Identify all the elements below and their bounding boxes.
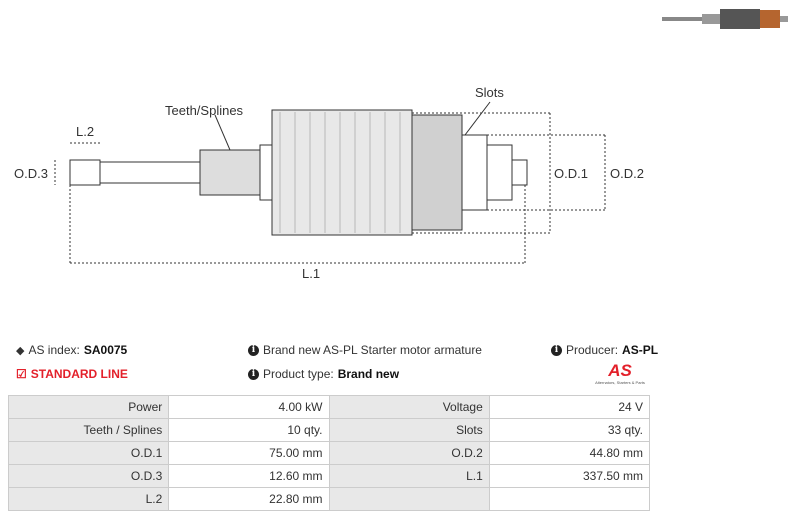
spec-label: O.D.1 xyxy=(7,441,170,465)
spec-value: 24 V xyxy=(488,395,651,419)
label-od3: O.D.3 xyxy=(14,166,48,181)
checkbox-icon: ☑ xyxy=(16,367,27,381)
standard-line: ☑ STANDARD LINE xyxy=(16,367,128,381)
spec-value: 337.50 mm xyxy=(488,464,651,488)
label-teeth-splines: Teeth/Splines xyxy=(165,103,244,118)
spec-label: Voltage xyxy=(328,395,490,419)
spec-label: O.D.3 xyxy=(7,464,170,488)
as-index: ◆ AS index:SA0075 xyxy=(16,343,128,357)
info-icon: i xyxy=(551,344,562,356)
info-icon: i xyxy=(248,344,259,356)
as-pl-logo: AS Alternators, Starters & Parts xyxy=(595,361,645,386)
spec-value: 33 qty. xyxy=(488,418,651,442)
description: i Brand new AS-PL Starter motor armature xyxy=(248,343,482,357)
producer: i Producer:AS-PL xyxy=(551,343,658,357)
spec-value: 12.60 mm xyxy=(168,464,330,488)
spec-label: O.D.2 xyxy=(328,441,490,465)
label-od1: O.D.1 xyxy=(554,166,588,181)
spec-value: 22.80 mm xyxy=(168,487,330,511)
label-l2: L.2 xyxy=(76,124,94,139)
label-od2: O.D.2 xyxy=(610,166,644,181)
spec-label: Power xyxy=(7,395,170,419)
spec-value: 10 qty. xyxy=(168,418,330,442)
label-l1: L.1 xyxy=(302,266,320,281)
spec-value: 75.00 mm xyxy=(168,441,330,465)
spec-value: 4.00 kW xyxy=(168,395,330,419)
armature-diagram: Teeth/Splines Slots O.D.1 O.D.2 O.D.3 L.… xyxy=(14,85,644,281)
product-thumbnail xyxy=(662,9,788,29)
spec-label: Slots xyxy=(328,418,490,442)
spec-label: Teeth / Splines xyxy=(7,418,170,442)
label-slots: Slots xyxy=(475,85,504,100)
spec-label: L.1 xyxy=(328,464,490,488)
spec-label xyxy=(328,487,490,511)
spec-value xyxy=(488,487,651,511)
tags-icon: ◆ xyxy=(16,344,25,357)
info-icon: i xyxy=(248,368,259,380)
spec-value: 44.80 mm xyxy=(488,441,651,465)
product-type: i Product type:Brand new xyxy=(248,367,399,381)
spec-label: L.2 xyxy=(7,487,170,511)
